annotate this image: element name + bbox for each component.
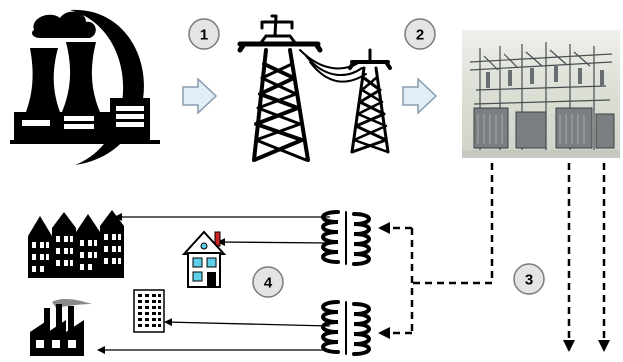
step-label-1: 1 bbox=[200, 27, 208, 44]
step-label-4: 4 bbox=[264, 275, 273, 292]
transmission-tower-icon bbox=[237, 14, 392, 162]
delivery-lines bbox=[97, 213, 331, 354]
apartment-building-icon bbox=[133, 289, 165, 333]
row-houses-icon bbox=[28, 210, 124, 278]
step-badge-3: 3 bbox=[513, 263, 545, 295]
transformer-icon-lower bbox=[321, 300, 371, 356]
step-badge-1: 1 bbox=[188, 18, 220, 50]
flow-arrow-1 bbox=[182, 77, 218, 115]
transformer-icon-upper bbox=[321, 210, 371, 266]
step-label-2: 2 bbox=[416, 27, 424, 44]
distribution-lines bbox=[378, 163, 610, 352]
flow-arrow-2 bbox=[402, 77, 438, 115]
step-badge-4: 4 bbox=[252, 266, 284, 298]
power-plant-icon bbox=[10, 9, 160, 165]
house-icon bbox=[181, 230, 227, 288]
substation-photo bbox=[462, 30, 620, 158]
step-label-3: 3 bbox=[525, 272, 533, 289]
step-badge-2: 2 bbox=[404, 18, 436, 50]
factory-icon bbox=[30, 298, 92, 356]
